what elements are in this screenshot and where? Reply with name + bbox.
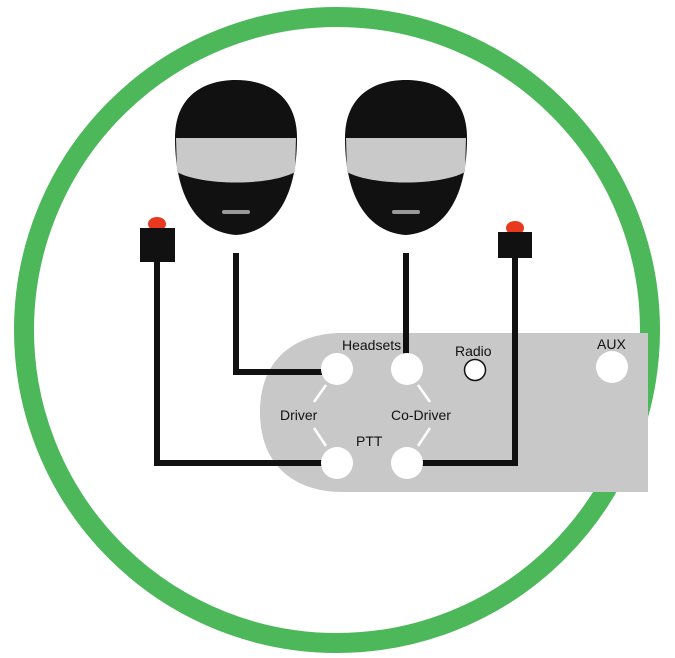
wires <box>154 253 518 466</box>
co-driver-label: Co-Driver <box>391 407 451 423</box>
driver-ptt-wire <box>154 262 335 466</box>
driver-headset-jack[interactable] <box>321 353 353 385</box>
codriver-ptt-switch-icon[interactable] <box>498 221 532 258</box>
radio-label: Radio <box>455 343 492 359</box>
driver-helmet-icon <box>175 80 297 235</box>
radio-jack[interactable] <box>463 358 487 382</box>
driver-ptt-jack[interactable] <box>321 447 353 479</box>
codriver-helmet-icon <box>345 80 467 235</box>
aux-jack[interactable] <box>596 351 628 383</box>
intercom-panel <box>260 333 648 492</box>
headsets-label: Headsets <box>342 337 401 353</box>
codriver-ptt-jack[interactable] <box>391 447 423 479</box>
driver-headset-wire <box>233 253 330 375</box>
ptt-label: PTT <box>356 433 383 449</box>
codriver-headset-jack[interactable] <box>391 353 423 385</box>
jack-guides <box>312 384 432 447</box>
outer-ring <box>14 7 660 653</box>
aux-label: AUX <box>597 336 626 352</box>
driver-ptt-switch-icon[interactable] <box>140 217 175 262</box>
driver-label: Driver <box>280 407 318 423</box>
codriver-ptt-wire <box>405 258 518 466</box>
